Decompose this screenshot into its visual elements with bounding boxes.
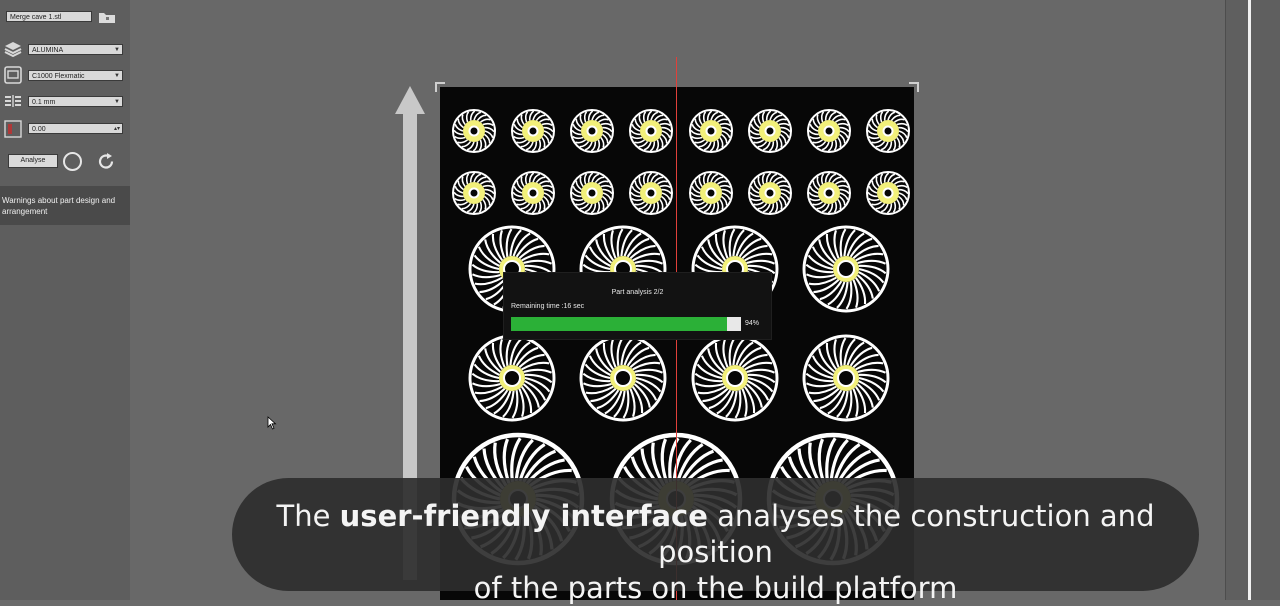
remaining-time: Remaining time :16 sec bbox=[511, 303, 585, 310]
layer-thickness-select[interactable]: 0.1 mm ▼ bbox=[28, 96, 123, 107]
printer-select[interactable]: C1000 Flexmatic ▼ bbox=[28, 70, 123, 81]
part-disc[interactable] bbox=[689, 109, 733, 153]
chevron-down-icon: ▼ bbox=[114, 47, 120, 53]
refresh-icon[interactable] bbox=[96, 151, 117, 172]
part-disc[interactable] bbox=[748, 171, 792, 215]
part-disc[interactable] bbox=[629, 171, 673, 215]
scroll-track[interactable] bbox=[1248, 0, 1251, 600]
left-sidebar: Merge cave 1.stl ALUMINA ▼ C1000 Flexmat… bbox=[0, 0, 130, 600]
part-disc[interactable] bbox=[866, 109, 910, 153]
part-disc[interactable] bbox=[691, 334, 779, 422]
part-disc[interactable] bbox=[748, 109, 792, 153]
right-panel bbox=[1225, 0, 1280, 600]
chevron-down-icon: ▼ bbox=[114, 99, 120, 105]
progress-fill bbox=[511, 317, 728, 331]
project-name-field[interactable]: Merge cave 1.stl bbox=[6, 11, 92, 22]
mouse-cursor-icon bbox=[267, 416, 277, 430]
analysis-progress-dialog: Part analysis 2/2 Remaining time :16 sec… bbox=[503, 272, 772, 340]
value-spinner-value: 0.00 bbox=[32, 126, 46, 133]
caption-prefix: The bbox=[276, 499, 340, 533]
part-disc[interactable] bbox=[452, 109, 496, 153]
warning-panel: Warnings about part design and arrangeme… bbox=[0, 186, 130, 225]
chevron-down-icon: ▼ bbox=[114, 73, 120, 79]
part-disc[interactable] bbox=[689, 171, 733, 215]
caption-line1: analyses the construction and position bbox=[658, 499, 1155, 569]
part-disc[interactable] bbox=[511, 109, 555, 153]
printer-value: C1000 Flexmatic bbox=[32, 73, 85, 80]
caption-line2: of the parts on the build platform bbox=[473, 571, 958, 605]
part-disc[interactable] bbox=[511, 171, 555, 215]
dialog-title: Part analysis 2/2 bbox=[611, 289, 664, 296]
material-select[interactable]: ALUMINA ▼ bbox=[28, 44, 123, 55]
part-disc[interactable] bbox=[629, 109, 673, 153]
part-disc[interactable] bbox=[807, 171, 851, 215]
value-icon bbox=[4, 120, 22, 138]
platform-corner bbox=[435, 82, 445, 92]
stepper-icon[interactable]: ▴▾ bbox=[113, 126, 120, 132]
warning-text: Warnings about part design and arrangeme… bbox=[2, 196, 116, 216]
part-disc[interactable] bbox=[579, 334, 667, 422]
part-disc[interactable] bbox=[866, 171, 910, 215]
layer-thickness-value: 0.1 mm bbox=[32, 99, 56, 106]
build-direction-arrow-head bbox=[395, 86, 425, 114]
progress-bar bbox=[511, 317, 741, 331]
part-disc[interactable] bbox=[802, 334, 890, 422]
analyse-button[interactable]: Analyse bbox=[8, 154, 58, 168]
part-disc[interactable] bbox=[468, 334, 556, 422]
printer-icon bbox=[4, 66, 22, 84]
part-disc[interactable] bbox=[570, 171, 614, 215]
part-disc[interactable] bbox=[570, 109, 614, 153]
panel-divider bbox=[1225, 0, 1226, 600]
progress-percent: 94% bbox=[745, 320, 760, 327]
caption-text: The user-friendly interface analyses the… bbox=[232, 498, 1199, 606]
build-direction-arrow bbox=[403, 112, 417, 580]
value-spinner[interactable]: 0.00 ▴▾ bbox=[28, 123, 123, 134]
part-disc[interactable] bbox=[452, 171, 496, 215]
caption-bold: user-friendly interface bbox=[339, 499, 708, 533]
part-disc[interactable] bbox=[807, 109, 851, 153]
layer-thickness-icon bbox=[5, 94, 21, 108]
layers-icon bbox=[4, 42, 22, 57]
folder-icon[interactable] bbox=[98, 10, 116, 24]
video-caption: The user-friendly interface analyses the… bbox=[232, 478, 1199, 605]
circle-icon[interactable] bbox=[62, 151, 83, 172]
part-disc[interactable] bbox=[802, 225, 890, 313]
platform-corner bbox=[909, 82, 919, 92]
material-value: ALUMINA bbox=[32, 47, 64, 54]
